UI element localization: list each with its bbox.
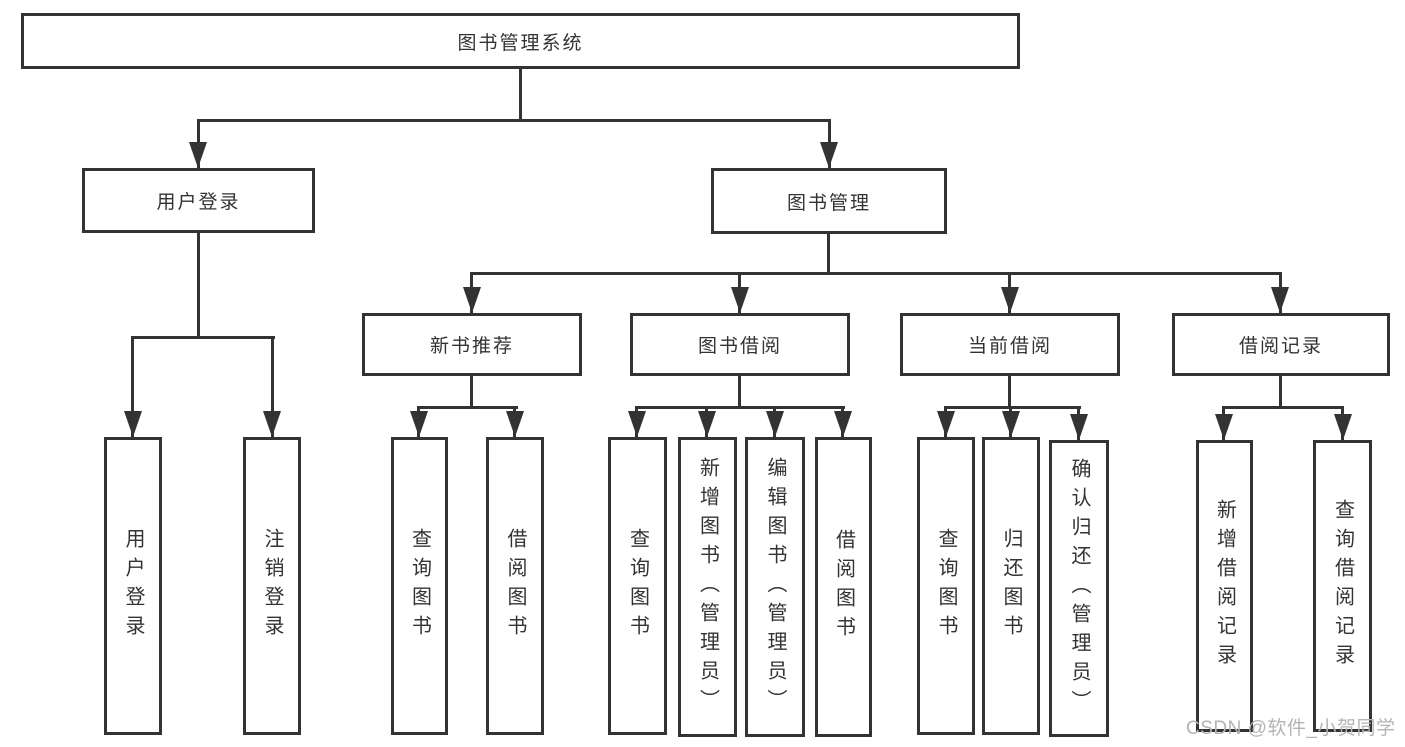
arrowhead-icon — [1215, 414, 1233, 440]
node-borrow-books-1: 借阅图书 — [486, 437, 544, 735]
node-label: 图书管理系统 — [457, 32, 584, 54]
node-label: 借阅图书 — [832, 529, 855, 645]
node-user-login-group: 用户登录 — [82, 168, 315, 233]
node-return-books: 归还图书 — [982, 437, 1040, 735]
arrowhead-icon — [834, 411, 852, 437]
node-add-borrow-record: 新增借阅记录 — [1196, 440, 1253, 732]
node-label: 用户登录 — [156, 192, 241, 213]
connector-line — [470, 272, 1282, 275]
node-borrow-books-2: 借阅图书 — [815, 437, 872, 737]
connector-line — [635, 406, 845, 409]
node-label: 确认归还（管理员） — [1068, 458, 1090, 719]
node-user-login: 用户登录 — [104, 437, 162, 735]
connector-line — [738, 376, 741, 409]
arrowhead-icon — [1271, 287, 1289, 313]
node-label: 查询图书 — [408, 528, 431, 644]
node-borrowing-records: 借阅记录 — [1172, 313, 1390, 376]
node-book-borrowing: 图书借阅 — [630, 313, 850, 376]
arrowhead-icon — [463, 287, 481, 313]
node-label: 新增借阅记录 — [1213, 499, 1236, 673]
node-logout: 注销登录 — [243, 437, 301, 735]
node-label: 查询借阅记录 — [1331, 499, 1354, 673]
connector-line — [1008, 376, 1011, 409]
node-new-book-recommend: 新书推荐 — [362, 313, 582, 376]
connector-line — [944, 406, 1081, 409]
node-label: 新增图书（管理员） — [696, 456, 719, 718]
node-confirm-return-admin: 确认归还（管理员） — [1049, 440, 1109, 737]
node-query-books-2: 查询图书 — [608, 437, 667, 735]
arrowhead-icon — [124, 411, 142, 437]
node-label: 当前借阅 — [967, 336, 1052, 357]
arrowhead-icon — [766, 411, 784, 437]
arrowhead-icon — [937, 411, 955, 437]
node-label: 归还图书 — [1000, 528, 1022, 644]
connector-line — [131, 336, 275, 339]
arrowhead-icon — [731, 287, 749, 313]
arrowhead-icon — [1001, 287, 1019, 313]
arrowhead-icon — [263, 411, 281, 437]
connector-line — [131, 336, 134, 437]
node-label: 查询图书 — [935, 528, 957, 644]
csdn-watermark: CSDN @软件_小贺同学 — [1186, 718, 1396, 739]
connector-line — [827, 234, 830, 275]
node-query-borrow-record: 查询借阅记录 — [1313, 440, 1372, 732]
connector-line — [1222, 406, 1344, 409]
connector-line — [417, 406, 518, 409]
node-label: 用户登录 — [122, 528, 144, 644]
connector-line — [470, 376, 473, 409]
node-label: 借阅图书 — [504, 528, 526, 644]
arrowhead-icon — [410, 411, 428, 437]
node-label: 图书借阅 — [697, 336, 782, 357]
arrowhead-icon — [820, 142, 838, 168]
arrowhead-icon — [698, 411, 716, 437]
node-label: 图书管理 — [786, 192, 871, 214]
arrowhead-icon — [189, 142, 207, 168]
connector-line — [197, 233, 200, 339]
connector-line — [197, 119, 831, 122]
node-label: 查询图书 — [626, 528, 649, 644]
connector-line — [1279, 376, 1282, 409]
arrowhead-icon — [628, 411, 646, 437]
arrowhead-icon — [1070, 414, 1088, 440]
node-book-management: 图书管理 — [711, 168, 947, 234]
node-current-borrowing: 当前借阅 — [900, 313, 1120, 376]
arrowhead-icon — [506, 411, 524, 437]
connector-line — [271, 336, 274, 437]
node-label: 借阅记录 — [1238, 336, 1323, 357]
connector-line — [519, 69, 522, 122]
node-label: 注销登录 — [261, 528, 283, 644]
arrowhead-icon — [1334, 414, 1352, 440]
node-label: 编辑图书（管理员） — [764, 456, 786, 718]
arrowhead-icon — [1002, 411, 1020, 437]
node-library-management-system: 图书管理系统 — [21, 13, 1020, 69]
node-add-books-admin: 新增图书（管理员） — [678, 437, 737, 737]
node-query-books-3: 查询图书 — [917, 437, 975, 735]
node-label: 新书推荐 — [429, 336, 514, 357]
node-query-books-1: 查询图书 — [391, 437, 448, 735]
node-edit-books-admin: 编辑图书（管理员） — [745, 437, 805, 737]
